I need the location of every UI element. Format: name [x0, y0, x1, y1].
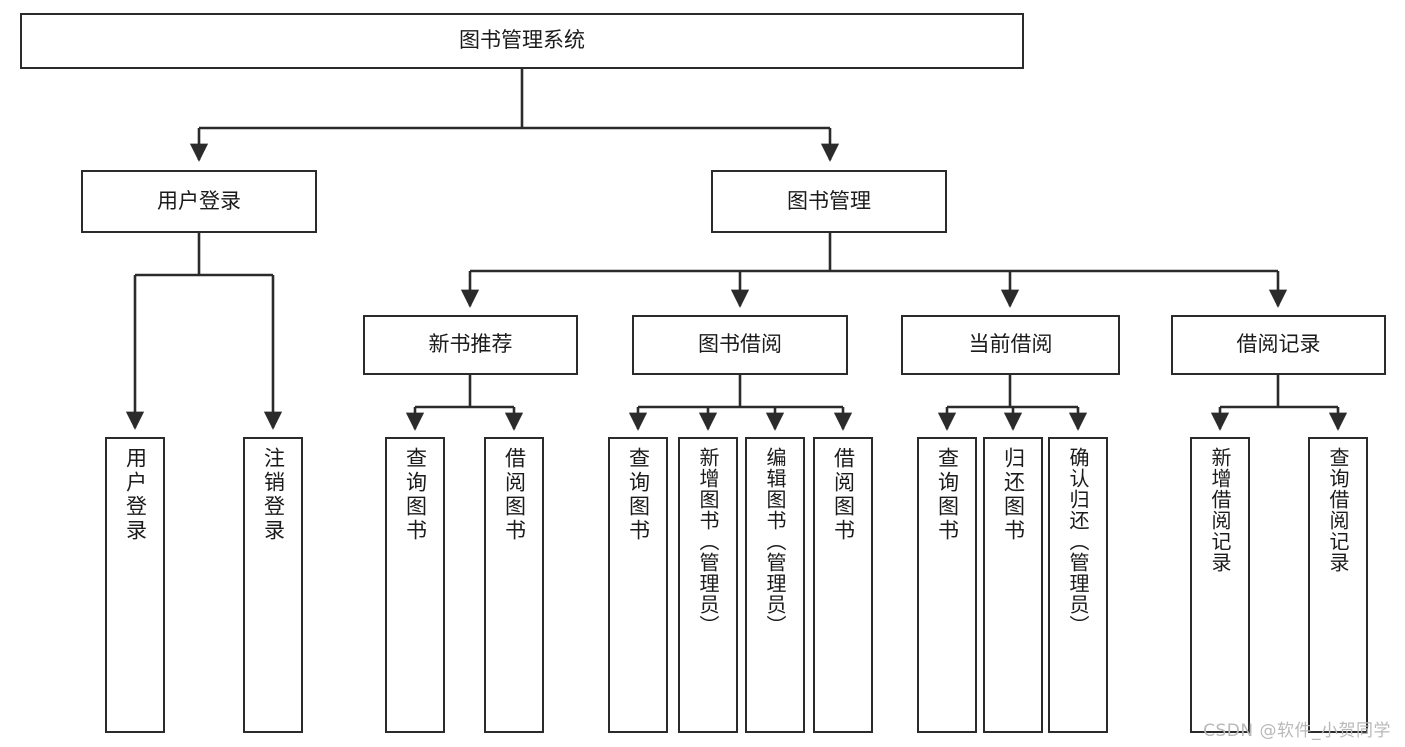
node-new-book-recommend-label: 新书推荐 [428, 332, 513, 357]
node-confirm-return-admin-label: 确认归还（管理员） [1066, 447, 1090, 636]
node-confirm-return-admin[interactable]: 确认归还（管理员） [1048, 437, 1108, 733]
node-query-book-2-label: 查询图书 [626, 447, 651, 543]
node-add-book-admin[interactable]: 新增图书（管理员） [678, 437, 738, 733]
node-query-book-3[interactable]: 查询图书 [917, 437, 977, 733]
node-query-book-2[interactable]: 查询图书 [608, 437, 668, 733]
node-query-book-3-label: 查询图书 [935, 447, 960, 543]
node-root[interactable]: 图书管理系统 [20, 13, 1024, 69]
node-query-book-1[interactable]: 查询图书 [385, 437, 445, 733]
node-add-borrow-record-label: 新增借阅记录 [1208, 447, 1232, 573]
node-current-borrow-label: 当前借阅 [968, 332, 1053, 357]
node-edit-book-admin-label: 编辑图书（管理员） [763, 447, 787, 636]
node-borrow-book-1-label: 借阅图书 [502, 447, 527, 543]
node-user-login-label: 用户登录 [157, 188, 241, 213]
node-edit-book-admin[interactable]: 编辑图书（管理员） [745, 437, 805, 733]
node-return-book-label: 归还图书 [1001, 447, 1026, 543]
node-user-login[interactable]: 用户登录 [81, 170, 317, 233]
node-query-borrow-record-label: 查询借阅记录 [1326, 447, 1350, 573]
node-borrow-book-2[interactable]: 借阅图书 [813, 437, 873, 733]
node-user-login-do-label: 用户登录 [123, 447, 148, 543]
node-book-manage-label: 图书管理 [787, 188, 871, 213]
node-query-borrow-record[interactable]: 查询借阅记录 [1308, 437, 1368, 733]
node-book-borrow-label: 图书借阅 [698, 332, 782, 357]
node-borrow-book-1[interactable]: 借阅图书 [484, 437, 544, 733]
node-query-book-1-label: 查询图书 [403, 447, 428, 543]
node-borrow-record[interactable]: 借阅记录 [1171, 315, 1386, 375]
node-return-book[interactable]: 归还图书 [983, 437, 1043, 733]
node-user-login-do[interactable]: 用户登录 [105, 437, 165, 733]
node-new-book-recommend[interactable]: 新书推荐 [363, 315, 578, 375]
node-root-label: 图书管理系统 [459, 28, 585, 53]
node-add-book-admin-label: 新增图书（管理员） [696, 447, 720, 636]
node-current-borrow[interactable]: 当前借阅 [901, 315, 1120, 375]
watermark-text: CSDN @软件_小贺同学 [1203, 721, 1391, 741]
node-user-logout[interactable]: 注销登录 [243, 437, 303, 733]
node-book-borrow[interactable]: 图书借阅 [632, 315, 848, 375]
node-borrow-book-2-label: 借阅图书 [831, 447, 856, 543]
node-book-manage[interactable]: 图书管理 [711, 170, 947, 233]
node-user-logout-label: 注销登录 [261, 447, 286, 543]
node-borrow-record-label: 借阅记录 [1236, 332, 1321, 357]
node-add-borrow-record[interactable]: 新增借阅记录 [1190, 437, 1250, 733]
